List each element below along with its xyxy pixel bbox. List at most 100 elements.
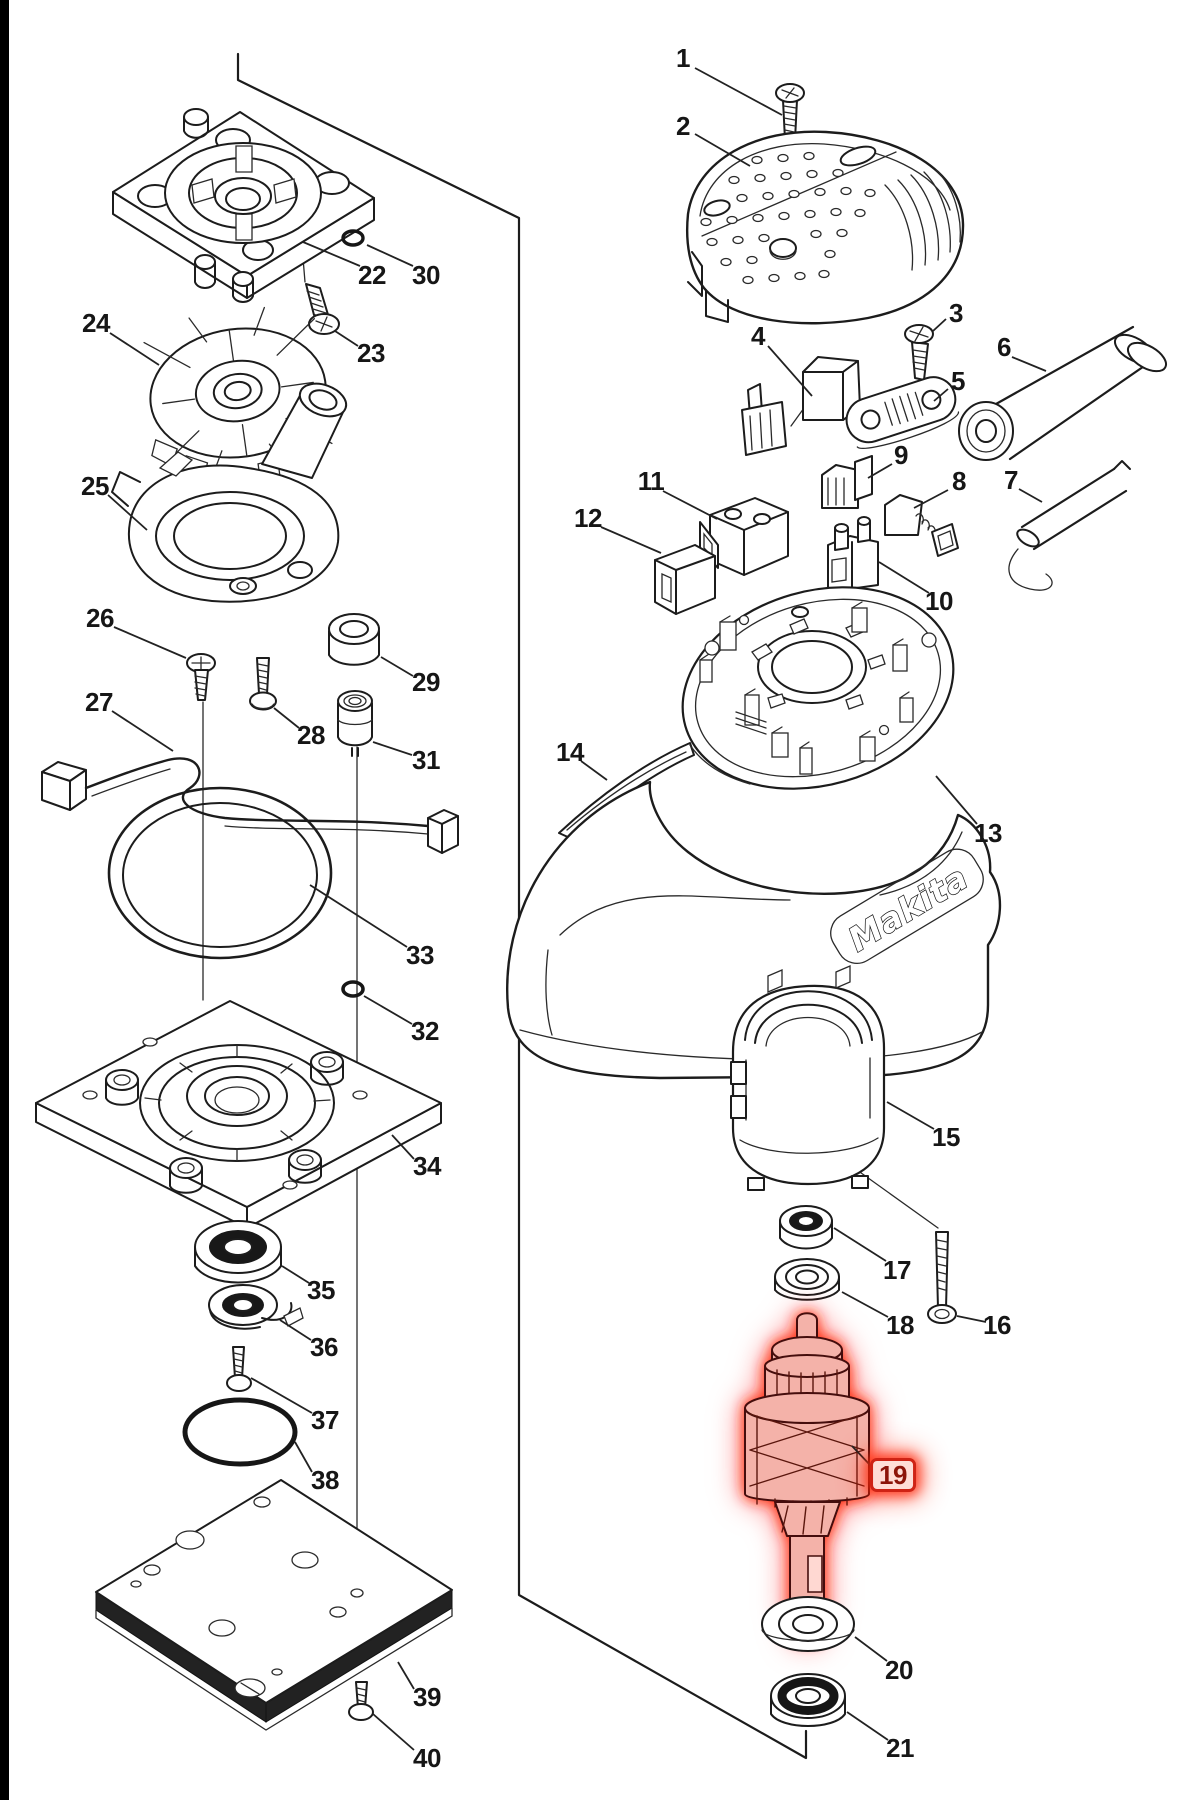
part-label-22: 22 <box>358 260 386 290</box>
part-8-brush <box>884 494 959 557</box>
housing-posts <box>699 601 914 775</box>
part-27-leader <box>111 710 174 752</box>
part-19-armature-highlighted <box>744 1312 870 1641</box>
part-20-washer <box>761 1596 855 1652</box>
part-37-screw <box>226 1346 252 1392</box>
part-label-1: 1 <box>676 43 690 73</box>
part-26-leader <box>113 626 187 659</box>
part-36-leader <box>279 1319 312 1341</box>
part-10-leader <box>878 561 930 594</box>
part-label-6: 6 <box>997 332 1011 362</box>
part-29-leader <box>380 656 414 677</box>
part-3-leader <box>932 318 947 332</box>
part-1-leader <box>694 67 783 116</box>
part-9-block <box>821 455 873 509</box>
page-edge-bar <box>0 0 9 1800</box>
part-label-5: 5 <box>951 366 965 396</box>
part-19-leader <box>851 1445 872 1467</box>
part-25-leader <box>107 494 148 531</box>
part-37-leader <box>250 1377 313 1414</box>
part-label-23: 23 <box>357 338 385 368</box>
part-12-slider <box>654 544 716 615</box>
part-18-bearing <box>774 1258 840 1301</box>
part-21-leader <box>846 1711 889 1741</box>
part-28-screw <box>249 657 277 711</box>
part-8-leader <box>913 489 949 509</box>
part-label-18: 18 <box>886 1310 914 1340</box>
part-22-leader <box>302 241 361 267</box>
part-label-3: 3 <box>949 298 963 328</box>
part-label-16: 16 <box>983 1310 1011 1340</box>
part-label-17: 17 <box>883 1255 911 1285</box>
part-32-leader <box>363 995 413 1025</box>
part-17-leader <box>833 1227 887 1262</box>
part-7-leader <box>1018 488 1043 503</box>
part-34-leader <box>391 1134 415 1160</box>
leader-lines <box>107 67 1047 1751</box>
part-label-20: 20 <box>885 1655 913 1685</box>
part-38-leader <box>294 1441 313 1473</box>
part-5-leader <box>933 388 949 402</box>
part-23-screw <box>305 283 340 335</box>
part-label-4: 4 <box>751 321 765 351</box>
part-5-plate <box>845 376 960 449</box>
part-36-bearing-retainer <box>208 1284 304 1330</box>
part-4-capacitor <box>741 356 861 456</box>
part-38-oring <box>182 1397 298 1467</box>
part-label-28: 28 <box>297 720 325 750</box>
part-label-11: 11 <box>637 466 665 496</box>
part-label-27: 27 <box>85 687 113 717</box>
part-label-29: 29 <box>412 667 440 697</box>
part-label-7: 7 <box>1004 465 1018 495</box>
part-30-leader <box>366 244 414 267</box>
part-label-40: 40 <box>413 1743 441 1773</box>
part-label-2: 2 <box>676 111 690 141</box>
part-label-9: 9 <box>894 440 908 470</box>
part-13-leader <box>935 775 978 825</box>
part-15-field <box>730 965 886 1191</box>
part-label-37: 37 <box>311 1405 339 1435</box>
part-4-leader <box>767 345 813 397</box>
part-label-14: 14 <box>556 737 584 767</box>
part-13-housing: Makita <box>506 586 1002 1080</box>
part-label-25: 25 <box>81 471 109 501</box>
part-label-8: 8 <box>952 466 966 496</box>
part-24-leader <box>109 332 160 366</box>
part-label-26: 26 <box>86 603 114 633</box>
part-label-12: 12 <box>574 503 602 533</box>
part-label-35: 35 <box>307 1275 335 1305</box>
part-33-seal-ring <box>107 786 333 960</box>
part-32-oring <box>341 980 365 998</box>
part-label-10: 10 <box>925 586 953 616</box>
part-label-32: 32 <box>411 1016 439 1046</box>
part-10-terminal <box>827 516 879 593</box>
part-label-33: 33 <box>406 940 434 970</box>
part-label-21: 21 <box>886 1733 914 1763</box>
part-label-39: 39 <box>413 1682 441 1712</box>
part-12-leader <box>600 526 662 554</box>
part-22-bearing-box <box>112 108 375 303</box>
part-label-15: 15 <box>932 1122 960 1152</box>
part-6-leader <box>1011 356 1047 372</box>
part-label-19: 19 <box>870 1458 916 1492</box>
part-label-24: 24 <box>82 308 110 338</box>
part-3-screw <box>904 324 934 381</box>
part-14-leader <box>580 760 608 781</box>
part-31-leader <box>372 741 413 756</box>
part-29-spacer <box>328 613 380 666</box>
part-16-screw <box>927 1231 957 1324</box>
part-2-cover <box>685 130 965 325</box>
part-34-base <box>35 1000 442 1229</box>
part-20-leader <box>854 1636 888 1662</box>
part-11-leader <box>662 490 718 520</box>
part-label-38: 38 <box>311 1465 339 1495</box>
part-25-housing <box>111 382 348 603</box>
part-40-screw <box>348 1681 374 1721</box>
cover-vents <box>884 169 961 271</box>
part-28-leader <box>273 707 300 729</box>
part-23-leader <box>334 330 359 347</box>
part-15-leader <box>886 1101 935 1130</box>
part-label-30: 30 <box>412 260 440 290</box>
